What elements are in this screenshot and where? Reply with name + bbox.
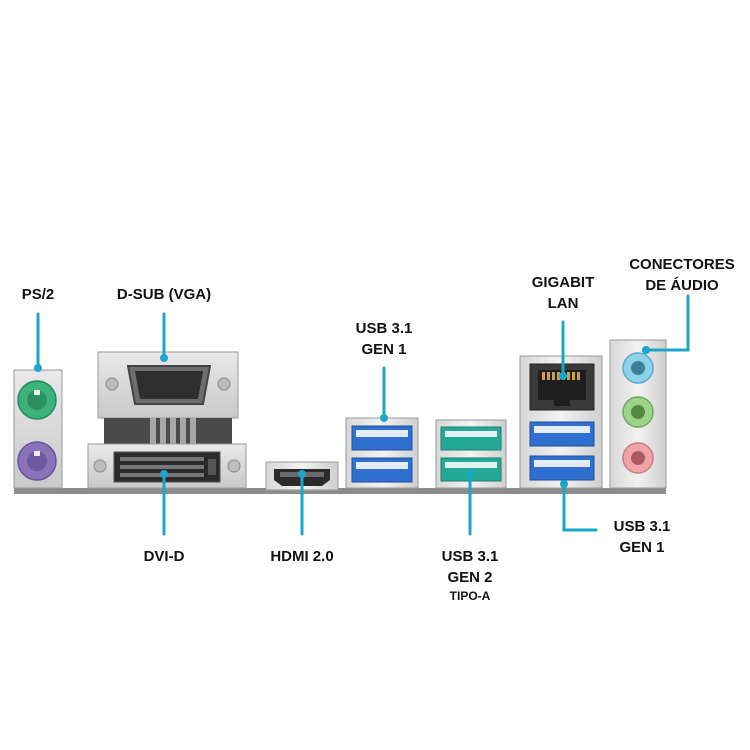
io-base-plate bbox=[14, 488, 666, 494]
label-hdmi-text: HDMI 2.0 bbox=[270, 548, 334, 565]
label-audio-line1: CONECTORES bbox=[629, 256, 735, 273]
ps2-port-icon bbox=[13, 369, 63, 489]
vga-port-icon bbox=[97, 351, 239, 419]
label-hdmi: HDMI 2.0 bbox=[256, 546, 348, 567]
vga-mount-bracket bbox=[104, 418, 232, 444]
label-usb31-gen1-left-line1: USB 3.1 bbox=[355, 320, 413, 337]
audio-jack-icon bbox=[609, 339, 667, 489]
label-usb31-gen1-right-line1: USB 3.1 bbox=[613, 518, 671, 535]
label-usb31-gen2-line1: USB 3.1 bbox=[441, 548, 499, 565]
leader-lines bbox=[36, 294, 690, 536]
dvi-port-icon bbox=[87, 443, 247, 489]
label-usb31-gen2: USB 3.1 GEN 2 TIPO-A bbox=[430, 546, 510, 604]
label-usb31-gen1-right: USB 3.1 GEN 1 bbox=[604, 516, 680, 558]
leader-dots bbox=[34, 346, 650, 488]
label-usb31-gen1-left: USB 3.1 GEN 1 bbox=[348, 318, 420, 360]
vga-pin-row bbox=[150, 418, 196, 444]
label-usb31-gen2-line3: TIPO-A bbox=[449, 589, 491, 603]
label-dvi: DVI-D bbox=[124, 546, 204, 567]
leader-usb-gen1-right bbox=[562, 482, 598, 532]
label-dsub-text: D-SUB (VGA) bbox=[116, 286, 212, 303]
label-audio-line2: DE ÁUDIO bbox=[645, 277, 719, 294]
label-usb31-gen1-right-line2: GEN 1 bbox=[619, 539, 665, 556]
usb-port-right-icon bbox=[529, 421, 595, 481]
label-dsub: D-SUB (VGA) bbox=[104, 284, 224, 305]
label-audio: CONECTORES DE ÁUDIO bbox=[622, 254, 742, 296]
label-ps2-text: PS/2 bbox=[21, 286, 55, 303]
leader-audio bbox=[644, 294, 690, 352]
label-dvi-text: DVI-D bbox=[143, 548, 185, 565]
label-usb31-gen1-left-line2: GEN 1 bbox=[361, 341, 407, 358]
label-ps2: PS/2 bbox=[18, 284, 58, 305]
label-gigabit-lan-line2: LAN bbox=[547, 295, 579, 312]
label-gigabit-lan-line1: GIGABIT bbox=[531, 274, 595, 291]
usb-port-icon bbox=[345, 417, 419, 489]
label-usb31-gen2-line2: GEN 2 bbox=[447, 569, 493, 586]
label-gigabit-lan: GIGABIT LAN bbox=[524, 272, 602, 314]
